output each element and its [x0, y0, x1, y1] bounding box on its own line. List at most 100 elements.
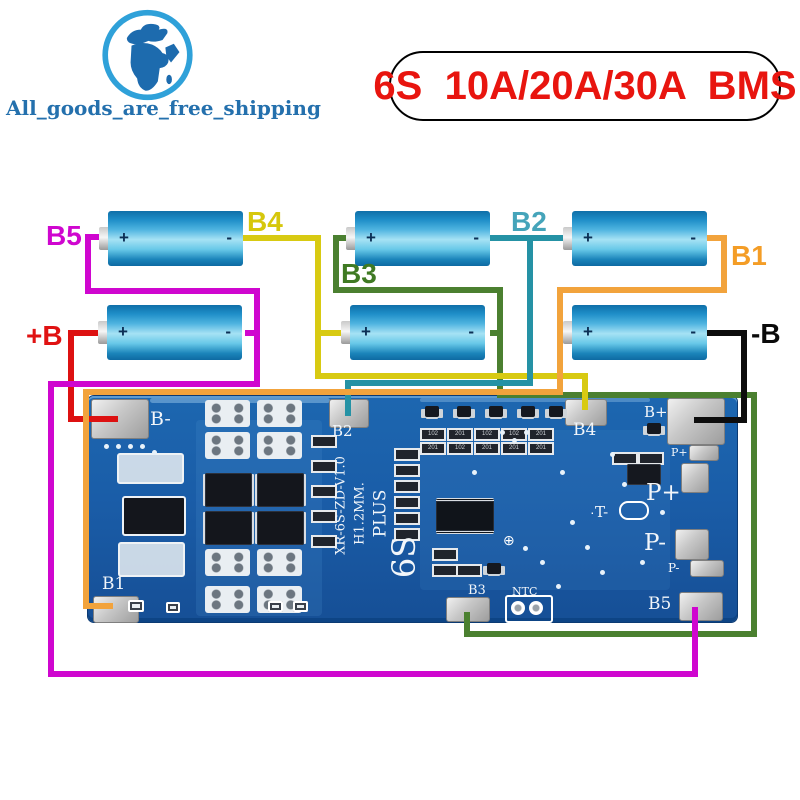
- silkscreen-label-rotated: 6S: [385, 535, 423, 579]
- pad-p-plus-small: [689, 445, 719, 461]
- via-dot: [622, 482, 627, 487]
- small-component: [166, 602, 180, 613]
- cell-label-plusB: +B: [26, 320, 63, 351]
- via-dot: [523, 546, 528, 551]
- via-dot: [556, 584, 561, 589]
- battery-terminal-nub: [341, 321, 350, 344]
- battery-terminal-nub: [346, 227, 355, 250]
- cell-label-minusB: -B: [751, 318, 781, 349]
- battery-terminal-nub: [563, 321, 572, 344]
- wire-green-b3: [467, 631, 757, 637]
- silkscreen-label: B2: [332, 422, 353, 440]
- wire-orange-b1: [83, 389, 89, 609]
- wire-magenta-b5: [88, 234, 102, 240]
- wire-yellow-b4: [315, 235, 321, 379]
- resistor: 201: [420, 442, 446, 455]
- pad-b5: [679, 592, 723, 621]
- battery-plus-sign: +: [119, 227, 129, 247]
- resistor: [394, 528, 420, 541]
- wire-green-b3: [333, 235, 355, 241]
- silkscreen-label: B+: [644, 403, 668, 421]
- board-panel: [420, 398, 650, 402]
- wire-teal-b2: [345, 380, 351, 416]
- wire-yellow-b4: [243, 235, 321, 241]
- transistor: [487, 563, 501, 574]
- via-dot: [140, 444, 145, 449]
- small-component: [128, 600, 144, 612]
- cell-label-B1: B1: [731, 240, 767, 271]
- wire-black-minusB: [694, 417, 747, 423]
- smd-footprint: [205, 549, 250, 576]
- wire-magenta-b5: [48, 671, 698, 677]
- silkscreen-label: B5: [648, 594, 672, 614]
- via-dot: [540, 560, 545, 565]
- via-dot: [660, 510, 665, 515]
- resistor: [311, 435, 337, 448]
- wire-black-minusB: [707, 330, 747, 336]
- bms-board: [88, 396, 737, 622]
- transistor: [489, 406, 503, 417]
- battery-plus-sign: +: [583, 321, 593, 341]
- resistor: 102: [447, 442, 473, 455]
- silkscreen-label: B3: [468, 583, 486, 598]
- transistor: [647, 423, 661, 434]
- wire-magenta-b5: [85, 288, 260, 294]
- battery-terminal-nub: [98, 321, 107, 344]
- via-dot: [116, 444, 121, 449]
- wire-red-plusB: [68, 330, 102, 336]
- resistor: [432, 548, 458, 561]
- board-component: [122, 496, 186, 536]
- via-dot: [128, 444, 133, 449]
- globe-icon: [102, 9, 193, 101]
- transistor: [549, 406, 563, 417]
- wire-green-b3: [464, 612, 470, 637]
- via-dot: [104, 444, 109, 449]
- via-dot: [512, 438, 517, 443]
- product-title-badge: 6S 10A/20A/30A BMS: [373, 51, 797, 121]
- battery-cell: +-: [346, 211, 490, 266]
- smd-footprint: [257, 432, 302, 459]
- wire-red-plusB: [68, 330, 74, 420]
- battery-cell: +-: [563, 211, 707, 266]
- fiducial-mark: ·: [590, 504, 595, 520]
- smd-footprint: [257, 549, 302, 576]
- pad-outline: [619, 501, 649, 520]
- resistor: 201: [528, 428, 554, 441]
- small-component: [293, 601, 308, 612]
- cell-label-B2: B2: [511, 206, 547, 237]
- via-dot: [472, 470, 477, 475]
- pad-p-minus-small: [690, 560, 724, 577]
- store-logo: All_goods_are_free_shipping: [0, 0, 321, 135]
- via-dot: [500, 430, 505, 435]
- via-dot: [610, 452, 615, 457]
- mosfet-chip: [205, 473, 252, 507]
- cell-label-B4: B4: [247, 206, 283, 237]
- wire-magenta-b5: [692, 607, 698, 677]
- pad-b4: [565, 399, 607, 426]
- wire-green-b3: [751, 392, 757, 637]
- silkscreen-label: NTC: [512, 585, 538, 598]
- battery-terminal-nub: [99, 227, 108, 250]
- resistor: [394, 512, 420, 525]
- resistor: 201: [474, 442, 500, 455]
- small-component: [268, 601, 283, 612]
- resistor: [394, 464, 420, 477]
- resistor: 102: [474, 428, 500, 441]
- battery-minus-sign: -: [226, 227, 232, 247]
- silkscreen-label: B1: [102, 574, 126, 594]
- board-component: [118, 542, 185, 577]
- resistor: 201: [528, 442, 554, 455]
- wire-black-minusB: [741, 330, 747, 422]
- wire-green-b3: [333, 287, 503, 293]
- wire-teal-b2: [527, 235, 533, 383]
- silkscreen-label: B4: [573, 420, 597, 440]
- battery-cell: +-: [98, 305, 242, 360]
- board-component: [117, 453, 184, 484]
- via-dot: [585, 545, 590, 550]
- wire-orange-b1: [83, 603, 113, 609]
- resistor: [311, 535, 337, 548]
- mosfet-chip: [205, 511, 252, 545]
- via-dot: [640, 560, 645, 565]
- battery-minus-sign: -: [468, 321, 474, 341]
- cell-label-B3: B3: [341, 258, 377, 289]
